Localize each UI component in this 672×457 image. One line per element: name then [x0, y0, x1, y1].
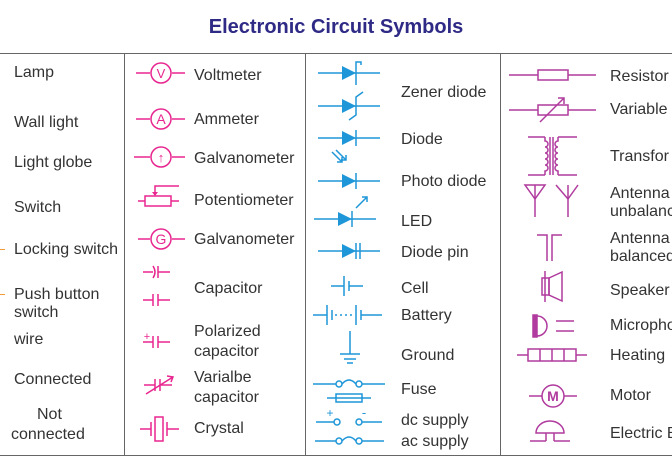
motor-icon: M — [529, 384, 577, 408]
column-divider-3 — [500, 53, 501, 456]
label-lamp: Lamp — [14, 64, 55, 81]
polarized-plus-glyph: + — [144, 331, 150, 343]
push-button-icon-fragment — [0, 294, 5, 295]
label-antenna-balanced-line2: balanced — [610, 248, 672, 265]
antenna-balanced-icon — [537, 234, 562, 261]
galvanometer-arrow-icon: ↑ — [134, 146, 185, 168]
label-locking-switch: Locking switch — [14, 241, 119, 258]
diode-pin-icon — [318, 243, 380, 259]
label-ammeter: Ammeter — [194, 111, 259, 128]
heating-element-icon — [517, 348, 587, 362]
speaker-icon — [541, 270, 563, 303]
label-switch: Switch — [14, 199, 62, 216]
label-connected: Connected — [14, 371, 92, 388]
locking-switch-icon-fragment — [0, 249, 5, 250]
label-variable: Varialbe — [194, 369, 252, 386]
label-photo-diode: Photo diode — [401, 173, 487, 190]
label-capacitor: Capacitor — [194, 280, 263, 297]
potentiometer-icon — [138, 185, 179, 207]
label-resistor: Resistor — [610, 68, 669, 85]
galvanometer-g-icon: G — [138, 228, 185, 250]
dc-plus-glyph: + — [326, 406, 333, 420]
label-zener-diode: Zener diode — [401, 84, 487, 101]
voltmeter-glyph: V — [157, 66, 166, 81]
ac-supply-icon — [315, 436, 384, 445]
label-voltmeter: Voltmeter — [194, 67, 262, 84]
label-cell: Cell — [401, 280, 429, 297]
transformer-icon — [528, 136, 577, 176]
zener-diode-icon — [318, 61, 380, 121]
label-not-connected: Not — [37, 406, 62, 423]
label-push-button-line2: switch — [14, 304, 59, 321]
label-transformer: Transfor — [610, 148, 669, 165]
label-polarized: Polarized — [194, 323, 261, 340]
label-motor: Motor — [610, 387, 651, 404]
table-bottom-border — [0, 455, 672, 456]
label-galvanometer-1: Galvanometer — [194, 150, 295, 167]
label-antenna-balanced: Antenna — [610, 230, 670, 247]
label-antenna-unbalanced-line2: unbalanc — [610, 203, 672, 220]
motor-glyph: M — [547, 388, 559, 404]
label-heating: Heating — [610, 347, 666, 364]
label-light-globe: Light globe — [14, 154, 93, 171]
label-not-connected-line2: connected — [11, 426, 85, 443]
polarized-capacitor-icon: + — [143, 331, 170, 348]
label-potentiometer: Potentiometer — [194, 192, 294, 209]
label-galvanometer-2: Galvanometer — [194, 231, 295, 248]
label-wall-light: Wall light — [14, 114, 79, 131]
label-variable-line2: capacitor — [194, 389, 259, 406]
battery-icon — [313, 305, 382, 325]
crystal-icon — [140, 416, 179, 442]
ammeter-icon: A — [136, 108, 185, 130]
antenna-unbalanced-icon — [523, 184, 579, 217]
diagram-title: Electronic Circuit Symbols — [208, 16, 464, 38]
label-microphone: Micropho — [610, 317, 672, 334]
label-led: LED — [401, 213, 433, 230]
label-diode: Diode — [401, 131, 443, 148]
label-diode-pin: Diode pin — [401, 244, 469, 261]
variable-capacitor-icon — [144, 375, 175, 395]
microphone-icon — [532, 314, 574, 338]
label-crystal: Crystal — [194, 420, 244, 437]
label-variable-resistor: Variable — [610, 101, 668, 118]
galvanometer-arrow-glyph: ↑ — [158, 150, 165, 165]
label-wire: wire — [14, 331, 44, 348]
diode-icon — [318, 130, 380, 146]
photo-diode-icon — [318, 149, 380, 189]
label-push-button: Push button — [14, 286, 100, 303]
label-ground: Ground — [401, 347, 455, 364]
table-top-border — [0, 53, 672, 54]
label-dc-supply: dc supply — [401, 412, 469, 429]
variable-resistor-icon — [509, 97, 596, 123]
resistor-icon — [509, 69, 596, 81]
label-antenna-unbalanced: Antenna — [610, 185, 670, 202]
galvanometer-g-glyph: G — [156, 231, 167, 247]
fuse-icon — [313, 379, 385, 403]
label-ac-supply: ac supply — [401, 433, 469, 450]
dc-supply-icon: + - — [316, 405, 382, 426]
dc-minus-glyph: - — [362, 405, 366, 420]
label-polarized-line2: capacitor — [194, 343, 259, 360]
label-speaker: Speaker — [610, 282, 670, 299]
led-icon — [314, 196, 376, 227]
voltmeter-icon: V — [136, 62, 185, 84]
electric-bell-icon — [530, 420, 570, 442]
capacitor-icon — [143, 265, 170, 306]
column-divider-1 — [124, 53, 125, 456]
label-fuse: Fuse — [401, 381, 437, 398]
label-battery: Battery — [401, 307, 452, 324]
ammeter-glyph: A — [156, 111, 166, 127]
cell-icon — [331, 276, 363, 296]
column-divider-2 — [305, 53, 306, 456]
ground-icon — [340, 331, 360, 364]
label-electric-bell: Electric B — [610, 425, 672, 442]
